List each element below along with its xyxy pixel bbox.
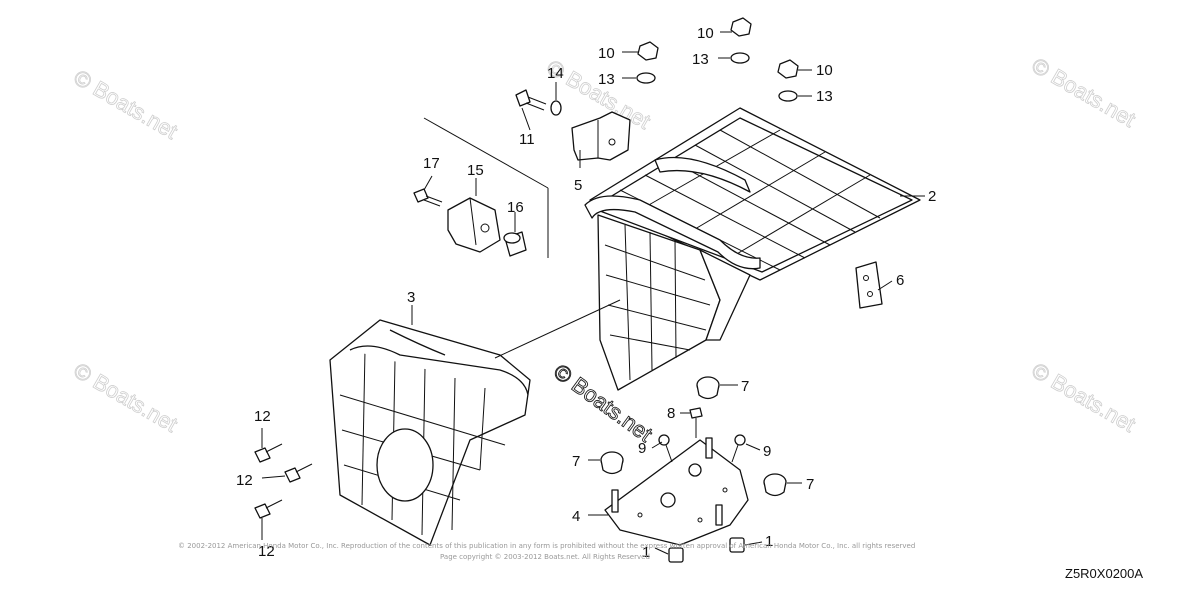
callout-3: 3 — [407, 289, 415, 306]
bracket-panel — [423, 117, 549, 258]
callout-9b: 9 — [763, 443, 771, 460]
callout-5: 5 — [574, 177, 582, 194]
callout-2: 2 — [928, 188, 936, 205]
callout-4: 4 — [572, 508, 580, 525]
callout-12a: 12 — [254, 408, 271, 425]
callout-10c: 10 — [816, 62, 833, 79]
part-4-base-plate — [604, 439, 749, 546]
part-12-bolt — [284, 463, 313, 483]
callout-13b: 13 — [692, 51, 709, 68]
callout-7a: 7 — [741, 378, 749, 395]
part-2-upper-frame — [584, 107, 921, 391]
part-5-clip — [571, 111, 631, 161]
part-10-nut — [777, 59, 799, 79]
copyright-line-2: Page copyright © 2003-2012 Boats.net. Al… — [440, 553, 650, 561]
callout-11: 11 — [519, 131, 535, 148]
part-13-washer — [730, 52, 750, 64]
part-12-bolt — [254, 443, 283, 463]
callout-15: 15 — [467, 162, 484, 179]
part-7-mount — [696, 376, 720, 400]
part-3-lower-cover — [329, 319, 531, 546]
copyright-line-1: © 2002-2012 American Honda Motor Co., In… — [178, 542, 915, 550]
part-9-bolt — [658, 434, 673, 463]
diagram-code: Z5R0X0200A — [1065, 566, 1143, 581]
callout-9a: 9 — [638, 440, 646, 457]
callout-12c: 12 — [258, 543, 275, 560]
callout-10a: 10 — [598, 45, 615, 62]
part-1-foot — [729, 537, 745, 553]
part-13-washer — [636, 72, 656, 84]
part-7-mount — [763, 473, 787, 497]
part-10-nut — [730, 17, 752, 37]
part-8-bolt — [689, 407, 703, 438]
leader-lines — [261, 31, 925, 555]
watermark-text: © Boats.net — [1028, 358, 1140, 437]
callout-12b: 12 — [236, 472, 253, 489]
callout-17: 17 — [423, 155, 440, 172]
part-6-plate — [855, 261, 883, 309]
watermark-text: © Boats.net — [70, 65, 182, 144]
part-9-bolt — [731, 434, 746, 463]
part-15-bracket — [447, 197, 501, 253]
stud — [611, 437, 723, 526]
part-1-foot — [668, 547, 684, 563]
part-12-bolt — [254, 499, 283, 519]
part-17-bolt — [413, 188, 443, 207]
callouts: 2 3 4 5 6 7 7 7 8 9 9 10 10 10 11 12 12 … — [236, 25, 936, 561]
callout-13c: 13 — [816, 88, 833, 105]
callout-10b: 10 — [697, 25, 714, 42]
watermark-text: © Boats.net — [1028, 53, 1140, 132]
callout-7c: 7 — [806, 476, 814, 493]
part-10-nut — [637, 41, 659, 61]
watermark-text: © Boats.net — [70, 358, 182, 437]
part-7-mount — [600, 451, 624, 475]
callout-14: 14 — [547, 65, 564, 82]
callout-1a: 1 — [642, 544, 650, 561]
callout-13a: 13 — [598, 71, 615, 88]
assembly-line — [494, 299, 621, 359]
callout-16: 16 — [507, 199, 524, 216]
callout-8: 8 — [667, 405, 675, 422]
part-11-bolt — [515, 89, 547, 111]
part-16-collar — [503, 231, 527, 257]
part-14-washer — [550, 100, 562, 116]
callout-1b: 1 — [765, 533, 773, 550]
part-13-washer — [778, 90, 798, 102]
callout-6: 6 — [896, 272, 904, 289]
callout-7b: 7 — [572, 453, 580, 470]
